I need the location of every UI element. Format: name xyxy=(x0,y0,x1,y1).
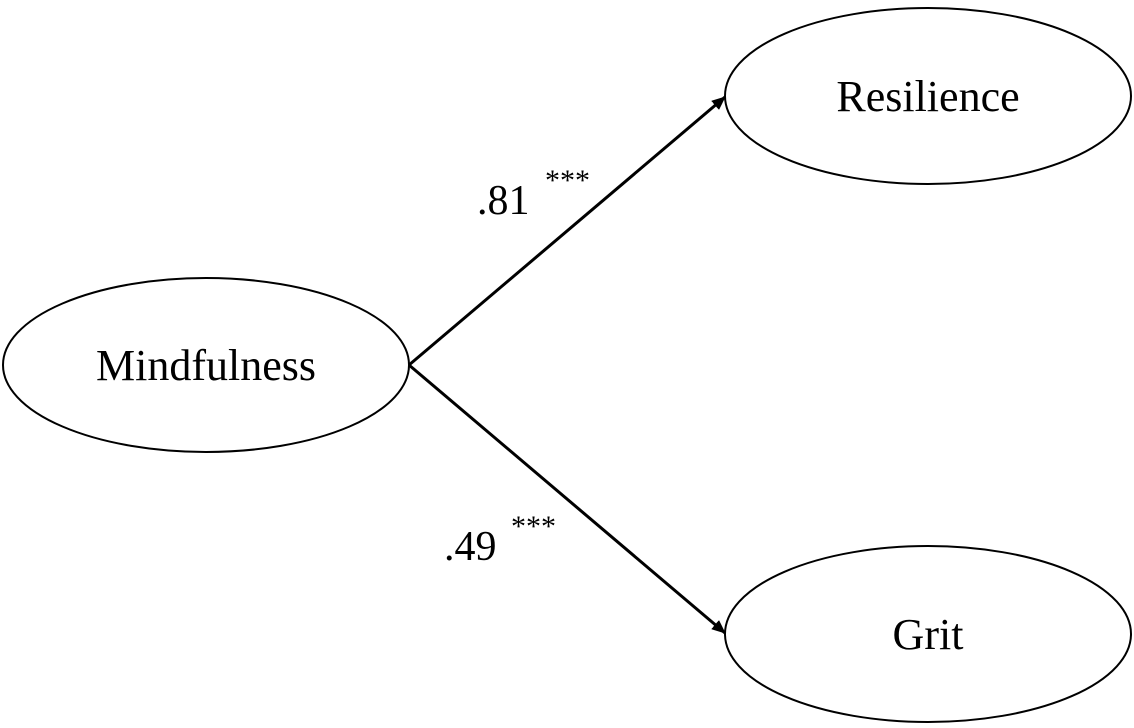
grit-path-coefficient: .49 xyxy=(444,524,497,570)
resilience-path-significance: *** xyxy=(545,164,590,197)
grit-node xyxy=(724,545,1132,723)
resilience-label: Resilience xyxy=(836,72,1019,121)
resilience-path-coefficient: .81 xyxy=(477,178,530,224)
grit-path-significance: *** xyxy=(511,510,556,543)
mindfulness-label: Mindfulness xyxy=(96,341,316,390)
arrow-mindfulness-to-grit xyxy=(408,363,726,635)
arrow-mindfulness-to-resilience xyxy=(408,95,726,367)
resilience-node xyxy=(724,7,1132,185)
grit-label: Grit xyxy=(893,610,964,659)
